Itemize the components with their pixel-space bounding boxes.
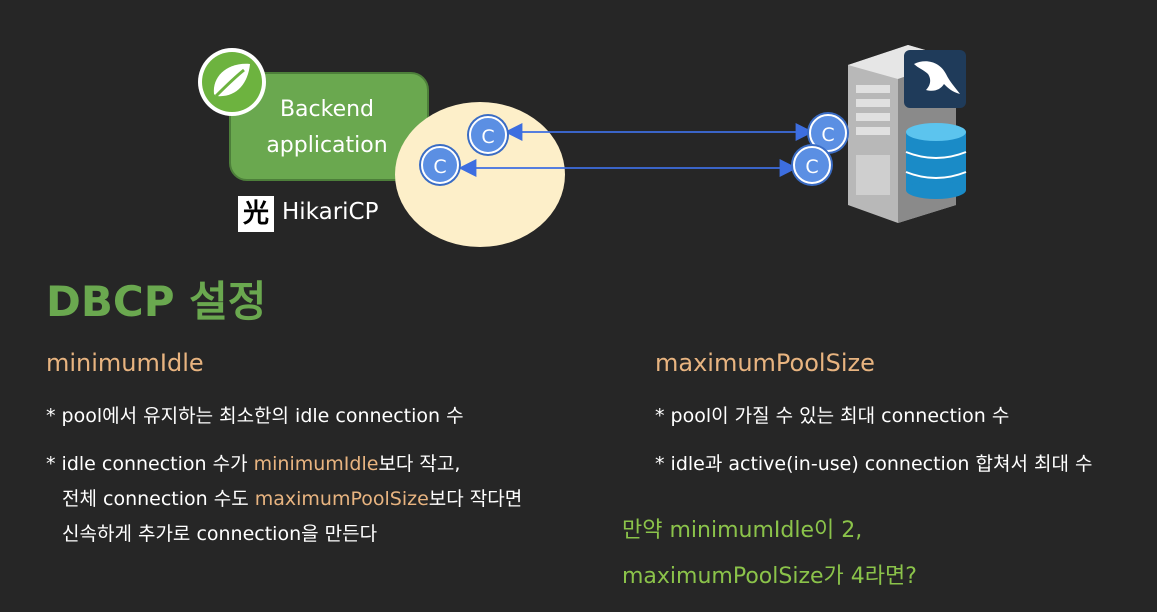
backend-application-label: Backend application <box>252 92 402 164</box>
db-connection-1: C <box>809 114 847 152</box>
hikaricp-label: HikariCP <box>282 199 379 225</box>
hikari-logo-icon: 光 <box>238 196 274 232</box>
minimum-idle-heading: minimumIdle <box>46 349 204 377</box>
question-line-2: maximumPoolSize가 4라면? <box>622 564 917 589</box>
question-line-1: 만약 minimumIdle이 2, <box>622 518 863 543</box>
minimum-idle-bullet-2-line1: * idle connection 수가 minimumIdle보다 작고, <box>46 453 461 475</box>
database-icon <box>904 122 968 204</box>
spring-leaf-icon <box>198 48 266 116</box>
minimum-idle-bullet-1: * pool에서 유지하는 최소한의 idle connection 수 <box>46 405 464 427</box>
minimum-idle-bullet-2-line3: 신속하게 추가로 connection을 만든다 <box>62 523 378 545</box>
backend-label-line2: application <box>266 133 388 158</box>
db-connection-2: C <box>793 146 831 184</box>
minimum-idle-bullet-2-line2: 전체 connection 수도 maximumPoolSize보다 작다면 <box>62 488 523 510</box>
mysql-dolphin-icon <box>904 50 966 108</box>
maximum-pool-size-bullet-2: * idle과 active(in-use) connection 합쳐서 최대… <box>655 453 1093 475</box>
maximum-pool-size-bullet-1: * pool이 가질 수 있는 최대 connection 수 <box>655 405 1010 427</box>
backend-label-line1: Backend <box>279 97 375 122</box>
pool-connection-2: C <box>421 146 459 184</box>
pool-connection-1: C <box>469 116 507 154</box>
slide-title: DBCP 설정 <box>46 277 267 326</box>
maximum-pool-size-heading: maximumPoolSize <box>655 349 875 377</box>
